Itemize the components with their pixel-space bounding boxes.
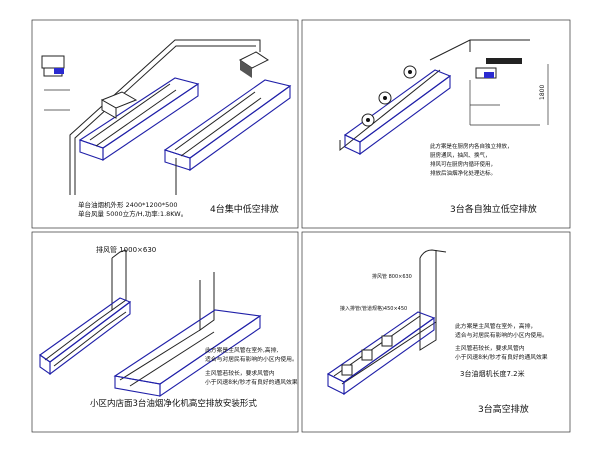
panel-bottom-left: 排风管 1000×630 此方案是主风管在室外,高排, 适合与对居民有影响的小区… [39, 245, 298, 409]
panel-top-right: 1800 此方案是在厨房内各自独立排放， 厨房通风，抽风、换气， 排风可在厨房内… [339, 39, 549, 215]
panel-frame-bottom-left [31, 231, 299, 433]
elevation-hood-accent [484, 72, 494, 78]
vertical-duct-top [111, 249, 127, 259]
hood-unit-2 [361, 349, 373, 361]
counter-2-front [164, 149, 191, 171]
wall-inner [74, 45, 256, 195]
spec-line-1: 单台油烟机外形 2400*1200*500 [78, 200, 178, 209]
elevation-ceiling [486, 58, 522, 64]
caption-bottom-right: 3台高空排放 [478, 403, 529, 415]
horizontal-duct-2-lower [119, 329, 201, 381]
hood-unit-1 [341, 364, 353, 376]
duct-2-lower [174, 91, 256, 151]
panel-borders [31, 19, 571, 433]
note-line-1: 此方案是在厨房内各自独立排放， [430, 142, 513, 150]
fan-2-hub [383, 96, 387, 100]
duct-1-upper [95, 89, 177, 147]
caption-top-left: 4台集中低空排放 [210, 203, 279, 215]
note-line-1: 此方案是主风管在室外，高排， [455, 322, 536, 330]
fan-1-hub [366, 118, 370, 122]
tall-duct-bend [419, 249, 447, 259]
caption-top-right: 3台各自独立低空排放 [450, 203, 537, 215]
wall-outline [69, 39, 261, 195]
counter-front [327, 373, 345, 395]
panel-frame-bottom-right [301, 231, 571, 433]
panel-bottom-right: 排风管 800×630 接入排管(管道规格)450×450 此方案是主风管在室外… [326, 249, 548, 415]
counter-side [343, 316, 435, 396]
panel-frame-top-left [31, 19, 299, 229]
counter-outline [339, 69, 441, 152]
note-line-2: 厨房通风，抽风、换气， [430, 151, 491, 159]
dimension-value: 1800 [539, 85, 546, 100]
duct-label-b: 接入排管(管道规格)450×450 [340, 305, 407, 312]
horizontal-duct-1-upper [53, 311, 127, 367]
note-line-4: 小于风速8米/秒才有良好的通风效果 [455, 353, 548, 361]
hood-unit-3 [381, 335, 393, 347]
counter-2-top [163, 79, 292, 159]
hood-unit-2-face [240, 60, 252, 78]
length-note: 3台油烟机长度7.2米 [460, 369, 525, 378]
duct-label-a: 排风管 800×630 [372, 273, 412, 280]
note-line-3: 排风可在厨房内循环使用， [430, 160, 496, 168]
note-line-4: 小于风速8米/秒才有良好的通风效果 [205, 378, 298, 386]
long-duct-upper [341, 321, 437, 385]
duct-1-lower [89, 83, 171, 141]
note-line-3: 主风管若较长，要求风管内 [455, 344, 525, 352]
elevation-hood [41, 55, 65, 69]
spec-line-2: 单台风量 5000立方/H,功率:1.8KW。 [78, 209, 187, 218]
horizontal-duct-2-upper [129, 331, 215, 387]
note-line-2: 适合与对居民有影响的小区内使用。 [455, 331, 548, 339]
note-line-4: 排放后油烟净化处理达标。 [430, 169, 496, 177]
panel-top-left: 单台油烟机外形 2400*1200*500 单台风量 5000立方/H,功率:1… [41, 39, 292, 218]
note-line-2: 适合与对居民有影响的小区内使用。 [205, 355, 298, 363]
counter-1-top [78, 77, 200, 149]
panel-frame-top-right [301, 19, 571, 229]
tall-duct [419, 250, 437, 351]
counter-2-side [189, 84, 291, 172]
note-line-1: 此方案是主风管在室外,高排, [205, 346, 278, 354]
counter-1-side [102, 82, 199, 162]
note-line-3: 主风管若较长，要求风管内 [205, 369, 275, 377]
wall-top [429, 39, 530, 61]
vertical-duct-2 [199, 272, 215, 331]
elevation-hood-accent [54, 68, 64, 74]
counter-top [343, 69, 452, 143]
duct-2-upper [180, 97, 262, 157]
fan-3-hub [408, 70, 412, 74]
hood-unit-1-face [101, 99, 117, 119]
vertical-duct [111, 250, 127, 311]
caption-bottom-left: 小区内店面3台油烟净化机高空排放安装形式 [90, 398, 257, 409]
duct-label: 排风管 1000×630 [96, 245, 156, 254]
counter-1-side [49, 300, 131, 376]
horizontal-duct-1-lower [44, 309, 113, 361]
counter-side [359, 74, 451, 156]
counter-2-side [159, 314, 261, 398]
